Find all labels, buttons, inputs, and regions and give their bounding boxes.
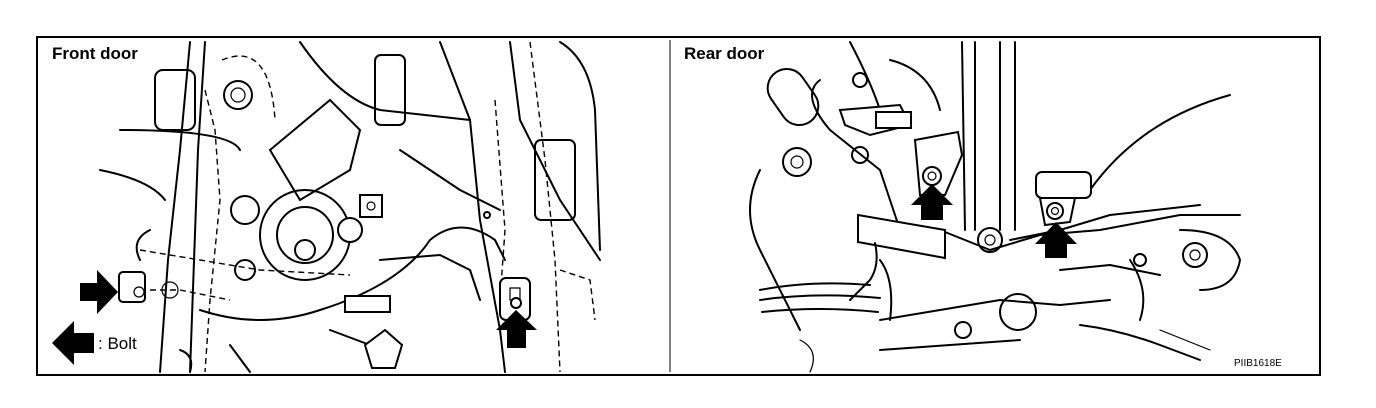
bolt-arrow-icon (911, 184, 953, 220)
rear-door-illustration (749, 41, 1241, 373)
legend-bolt-label: : Bolt (98, 334, 137, 353)
legend-arrow-icon (52, 321, 94, 365)
front-door-panel: Front door : Bolt (45, 41, 601, 373)
bolt-arrow-icon (496, 310, 537, 348)
bolt-arrow-icon (80, 270, 118, 314)
front-door-illustration (99, 41, 601, 373)
rear-door-panel: Rear door PIIB1618E (680, 41, 1282, 373)
bolt-arrow-icon (1035, 222, 1077, 258)
figure-code: PIIB1618E (1234, 358, 1282, 369)
rear-door-title: Rear door (684, 44, 765, 63)
front-door-title: Front door (52, 44, 138, 63)
figure-frame (36, 36, 1321, 376)
